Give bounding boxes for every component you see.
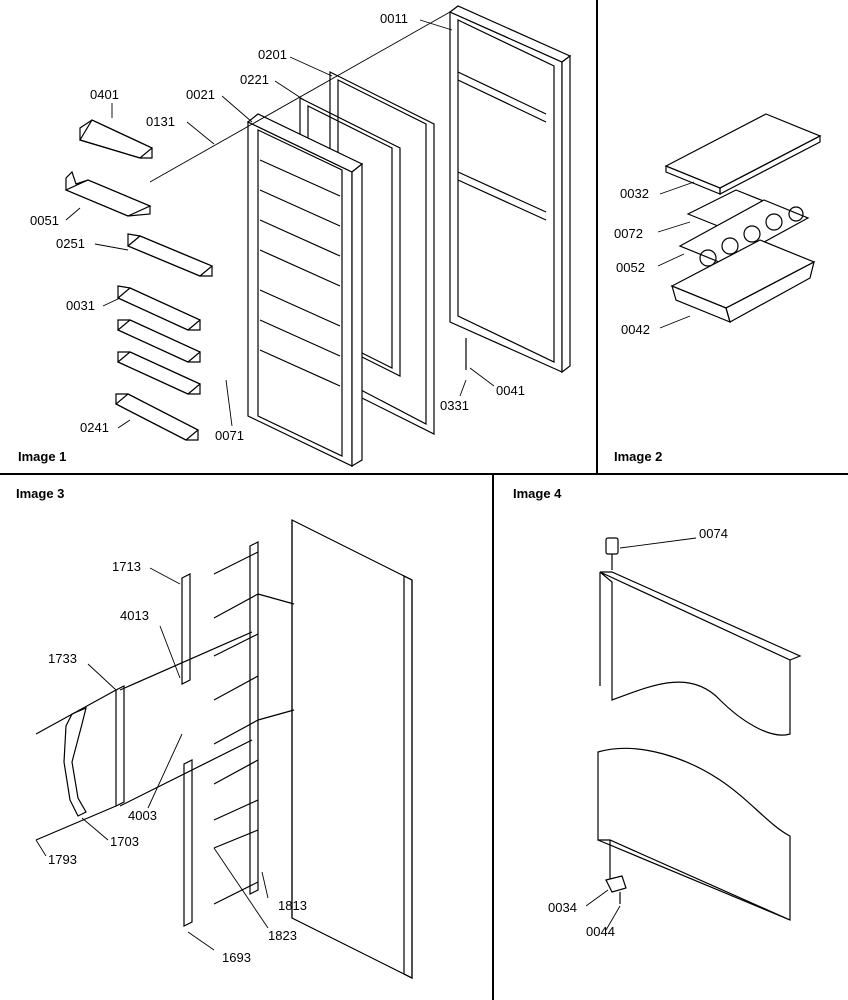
part-label-1693: 1693 — [222, 950, 251, 965]
part-label-0201: 0201 — [258, 47, 287, 62]
divider-vertical-top — [596, 0, 598, 474]
panel-title-image3: Image 3 — [16, 486, 65, 501]
part-label-0131: 0131 — [146, 114, 175, 129]
divider-horizontal — [0, 473, 848, 475]
trim-rails-image3 — [115, 541, 295, 927]
part-label-1733: 1733 — [48, 651, 77, 666]
part-label-0251: 0251 — [56, 236, 85, 251]
panel-title-image1: Image 1 — [18, 449, 67, 464]
part-label-0074: 0074 — [699, 526, 728, 541]
part-label-0031: 0031 — [66, 298, 95, 313]
part-label-1813: 1813 — [278, 898, 307, 913]
part-label-0041: 0041 — [496, 383, 525, 398]
leader-lines-image3 — [35, 567, 269, 951]
panel-title-image2: Image 2 — [614, 449, 663, 464]
part-label-0051: 0051 — [30, 213, 59, 228]
leader-lines-image1 — [65, 11, 495, 429]
part-label-0071: 0071 — [215, 428, 244, 443]
part-label-0401: 0401 — [90, 87, 119, 102]
part-label-0034: 0034 — [548, 900, 577, 915]
panel-title-image4: Image 4 — [513, 486, 562, 501]
part-label-1793: 1793 — [48, 852, 77, 867]
part-label-0011: 0011 — [380, 11, 408, 26]
door-bins-image1 — [64, 119, 214, 441]
part-label-0032: 0032 — [620, 186, 649, 201]
door-handle-image3 — [35, 689, 117, 841]
part-label-0044: 0044 — [586, 924, 615, 939]
door-section-top-image4 — [599, 537, 802, 736]
door-panel-image3 — [291, 519, 413, 979]
part-label-0021: 0021 — [186, 87, 215, 102]
crisper-assembly-image2 — [664, 113, 822, 324]
divider-vertical-bottom — [492, 474, 494, 1000]
part-label-0052: 0052 — [616, 260, 645, 275]
part-label-0042: 0042 — [621, 322, 650, 337]
part-label-0221: 0221 — [240, 72, 269, 87]
door-inner-liner — [246, 113, 364, 468]
part-label-4003: 4003 — [128, 808, 157, 823]
part-label-1713: 1713 — [112, 559, 141, 574]
leader-lines-image4 — [585, 537, 697, 931]
part-label-1703: 1703 — [110, 834, 139, 849]
leader-lines-image2 — [657, 181, 695, 329]
outer-door-panel — [448, 5, 572, 374]
part-label-1823: 1823 — [268, 928, 297, 943]
part-label-4013: 4013 — [120, 608, 149, 623]
part-label-0072: 0072 — [614, 226, 643, 241]
part-label-0331: 0331 — [440, 398, 469, 413]
door-section-bottom-image4 — [597, 747, 791, 921]
part-label-0241: 0241 — [80, 420, 109, 435]
